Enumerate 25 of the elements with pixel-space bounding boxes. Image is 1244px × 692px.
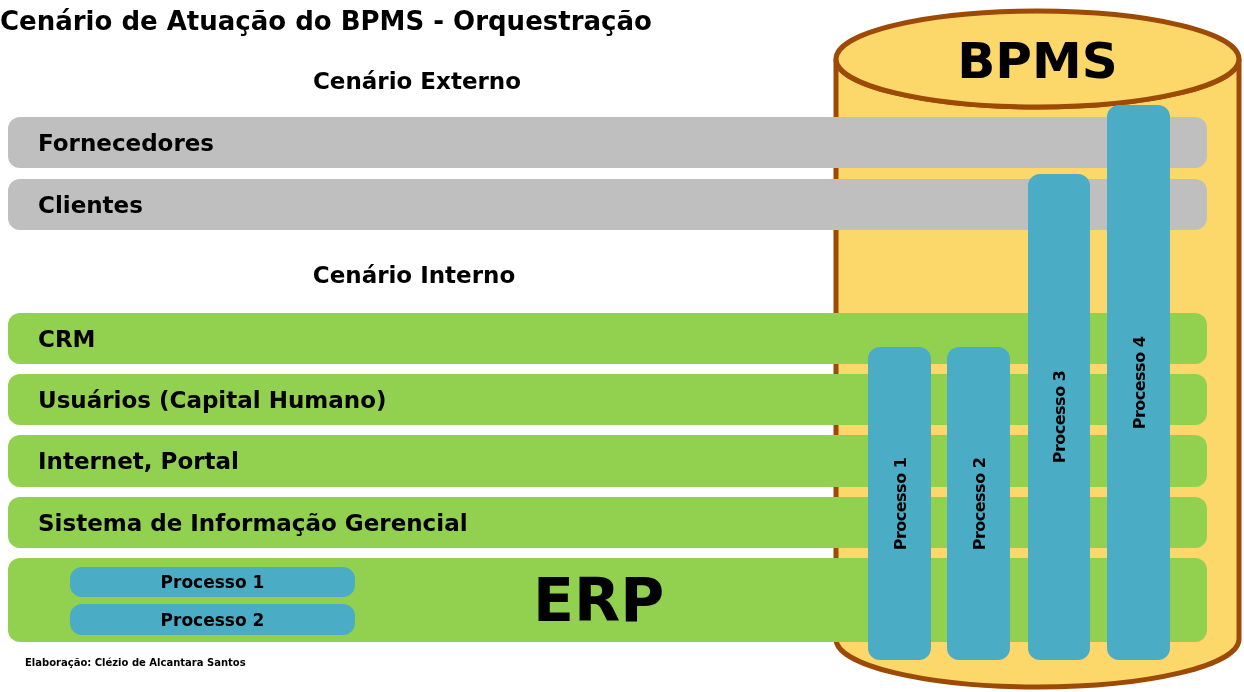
category-band — [8, 117, 1207, 168]
band-label: Sistema de Informação Gerencial — [38, 509, 468, 536]
cylinder-label: BPMS — [957, 32, 1118, 90]
band-label: ERP — [533, 565, 665, 635]
process-bar — [947, 347, 1010, 660]
band-label: Internet, Portal — [38, 448, 239, 474]
section-heading: Cenário Interno — [312, 262, 516, 288]
process-bar — [868, 347, 931, 660]
process-box — [70, 567, 355, 597]
process-label: Processo 3 — [1049, 370, 1069, 464]
band-label: Fornecedores — [38, 129, 215, 156]
process-label: Processo 2 — [160, 609, 265, 630]
diagram-title: Cenário de Atuação do BPMS - Orquestração — [0, 6, 652, 36]
band-label: Usuários (Capital Humano) — [38, 386, 387, 413]
process-box — [70, 604, 355, 635]
section-heading: Cenário Externo — [312, 68, 522, 94]
process-label: Processo 1 — [160, 572, 265, 592]
band-label: Clientes — [38, 191, 143, 218]
credit-note: Elaboração: Clézio de Alcantara Santos — [25, 657, 246, 668]
band-label: CRM — [38, 325, 96, 352]
process-label: Processo 1 — [890, 457, 909, 550]
process-bar — [1107, 105, 1170, 660]
process-label: Processo 4 — [1129, 336, 1148, 429]
process-bar — [1028, 174, 1090, 660]
process-label: Processo 2 — [969, 457, 988, 550]
